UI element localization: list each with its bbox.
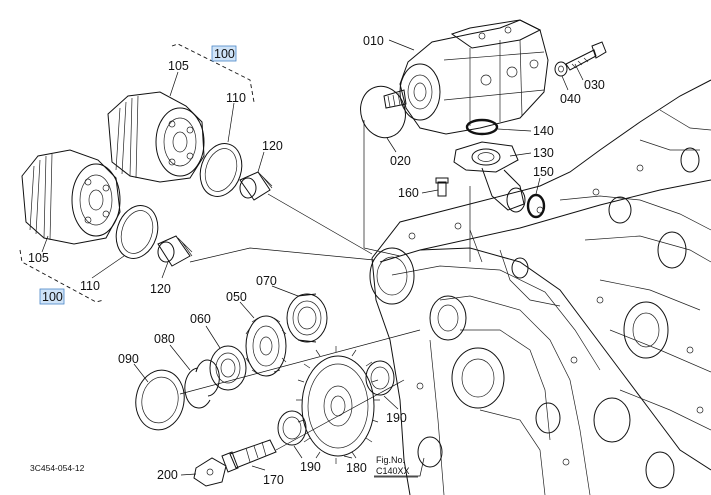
bearing-070 xyxy=(286,293,328,343)
label-110-left: 110 xyxy=(80,279,100,293)
label-070: 070 xyxy=(256,274,277,288)
washer-090 xyxy=(135,369,185,431)
label-020: 020 xyxy=(390,154,411,168)
fitting-120-top xyxy=(239,171,273,201)
label-150: 150 xyxy=(533,165,554,179)
leader-lines xyxy=(41,39,584,477)
bearing-190-upper xyxy=(365,360,395,396)
label-030: 030 xyxy=(584,78,605,92)
fig-label: Fig.No. xyxy=(376,455,405,465)
o-ring-150 xyxy=(526,193,546,219)
label-120-left: 120 xyxy=(150,282,171,296)
highlight-100-top xyxy=(211,45,237,62)
label-190-top: 190 xyxy=(386,411,407,425)
label-040: 040 xyxy=(560,92,581,106)
label-050: 050 xyxy=(226,290,247,304)
plate-200 xyxy=(193,457,227,487)
label-180: 180 xyxy=(346,461,367,475)
fitting-120-left xyxy=(157,235,193,267)
bolt-160 xyxy=(435,177,449,197)
label-140: 140 xyxy=(533,124,554,138)
filter-top-axis-line xyxy=(267,193,373,255)
label-200: 200 xyxy=(157,468,178,482)
bolt-030 xyxy=(565,41,607,71)
fig-number: C140XX xyxy=(376,466,410,476)
shaft-axis-line xyxy=(275,379,405,451)
label-160: 160 xyxy=(398,186,419,200)
gear-050 xyxy=(245,315,287,377)
part-labels: 010 020 030 040 050 060 070 080 090 100 … xyxy=(28,34,605,487)
gasket-110-left-inner xyxy=(120,210,154,254)
gear-180 xyxy=(296,346,380,464)
label-010: 010 xyxy=(363,34,384,48)
label-130: 130 xyxy=(533,146,554,160)
hydraulic-pump-010 xyxy=(383,19,549,135)
label-080: 080 xyxy=(154,332,175,346)
washer-040 xyxy=(554,61,568,77)
flange-pipe-130 xyxy=(453,141,526,213)
label-105-left: 105 xyxy=(28,251,49,265)
label-110-top: 110 xyxy=(226,91,246,105)
gear-axis-line xyxy=(179,329,421,395)
gasket-110-top-inner xyxy=(204,148,238,192)
filter-left-axis-line xyxy=(189,247,375,263)
label-100-top: 100 xyxy=(214,47,235,61)
oil-filter-105-top xyxy=(107,91,205,183)
label-090: 090 xyxy=(118,352,139,366)
assembly-bracket-100-top xyxy=(171,43,255,103)
label-100-left: 100 xyxy=(42,290,63,304)
o-ring-020 xyxy=(360,85,406,139)
o-ring-140 xyxy=(465,118,499,136)
transmission-housing xyxy=(369,79,711,495)
shaft-170 xyxy=(221,439,277,473)
label-060: 060 xyxy=(190,312,211,326)
label-190-bottom: 190 xyxy=(300,460,321,474)
label-105-top: 105 xyxy=(168,59,189,73)
drawing-code: 3C454-054-12 xyxy=(30,463,85,473)
gasket-110-left xyxy=(115,205,159,259)
label-170: 170 xyxy=(263,473,284,487)
gasket-110-top xyxy=(199,143,243,197)
assembly-bracket-100-left xyxy=(19,249,105,303)
label-120-top: 120 xyxy=(262,139,283,153)
bearing-060 xyxy=(209,345,247,391)
snap-ring-080 xyxy=(184,359,220,409)
bearing-190-lower xyxy=(277,410,307,446)
highlight-100-left xyxy=(39,288,65,305)
pump-alignment-line xyxy=(363,120,401,257)
oil-filter-105-left xyxy=(21,149,121,245)
